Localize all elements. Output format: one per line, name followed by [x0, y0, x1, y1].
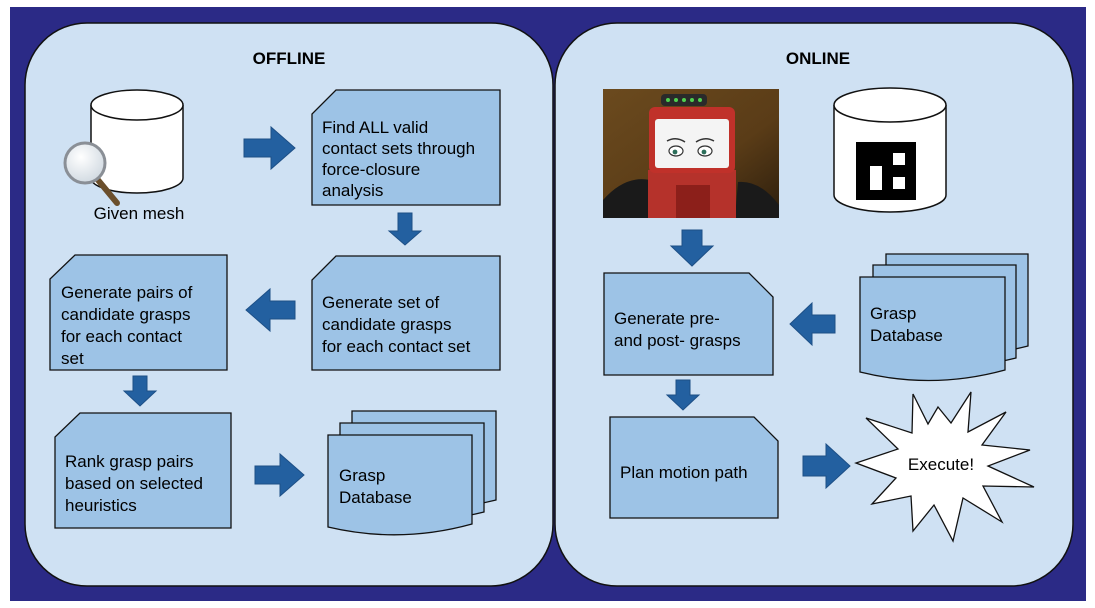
generate-candidate-grasps-box [311, 255, 501, 371]
arrow-down-icon [665, 379, 701, 411]
find-contact-sets-label: Find ALL valid contact sets through forc… [322, 118, 480, 200]
plan-motion-path-box [609, 416, 779, 519]
offline-grasp-database [327, 410, 497, 536]
magnifier-icon [63, 141, 120, 206]
generate-pre-post-grasps-box [603, 272, 774, 376]
arrow-right-icon [243, 125, 296, 171]
find-contact-sets-box [311, 89, 501, 206]
generate-grasp-pairs-box [49, 254, 228, 371]
robot-photo [603, 89, 779, 218]
arrow-left-icon [245, 287, 296, 333]
plan-motion-path-label: Plan motion path [620, 463, 748, 482]
online-title: ONLINE [786, 49, 850, 68]
offline-grasp-database-label: Grasp Database [339, 466, 412, 507]
online-grasp-database-label: Grasp Database [870, 304, 943, 345]
fiducial-marker-icon [856, 142, 916, 200]
arrow-down-icon [387, 212, 423, 246]
execute-starburst [854, 391, 1035, 543]
rank-grasp-pairs-label: Rank grasp pairs based on selected heuri… [65, 452, 208, 515]
generate-grasp-pairs-label: Generate pairs of candidate grasps for e… [61, 283, 197, 368]
offline-title: OFFLINE [253, 49, 326, 68]
generate-candidate-grasps-label: Generate set of candidate grasps for eac… [322, 293, 471, 356]
arrow-right-icon [802, 442, 851, 490]
arrow-right-icon [254, 452, 305, 498]
arrow-left-icon [789, 301, 836, 347]
arrow-down-icon [122, 375, 158, 407]
given-mesh-label: Given mesh [94, 204, 185, 223]
execute-label: Execute! [908, 455, 974, 474]
arrow-down-icon [669, 229, 715, 267]
online-grasp-database [859, 253, 1029, 382]
rank-grasp-pairs-box [54, 412, 232, 529]
generate-pre-post-grasps-label: Generate pre- and post- grasps [614, 309, 741, 350]
mesh-database-icon [90, 89, 184, 194]
